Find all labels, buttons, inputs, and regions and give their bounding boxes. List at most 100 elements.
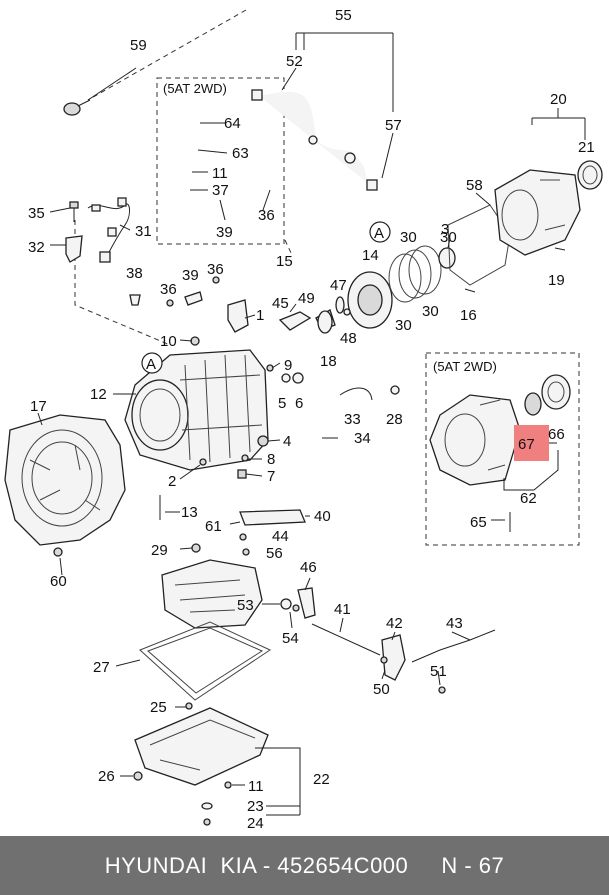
bolt-29: [191, 543, 201, 553]
guide-59: [87, 9, 247, 101]
callout-31: 31: [135, 223, 152, 240]
bracket-32: [65, 235, 83, 263]
callout-49: 49: [298, 290, 315, 307]
transmission-case: [124, 349, 269, 471]
extension-housing-20: [494, 160, 603, 256]
washer-23: [201, 802, 213, 810]
callout-36b: 36: [160, 281, 177, 298]
bolt-60: [53, 547, 63, 557]
callout-12: 12: [90, 386, 107, 403]
oil-pan-22: [134, 707, 269, 786]
highlight-67: [514, 425, 549, 461]
callout-14: 14: [362, 247, 379, 264]
callout-38: 38: [126, 265, 143, 282]
callout-22: 22: [313, 771, 330, 788]
callout-47: 47: [330, 277, 347, 294]
callout-32: 32: [28, 239, 45, 256]
callout-17: 17: [30, 398, 47, 415]
callout-60: 60: [50, 573, 67, 590]
callout-30b: 30: [440, 229, 457, 246]
small-parts-38-39: [129, 276, 220, 307]
detent-parts: [280, 587, 316, 619]
clip-50: [380, 656, 388, 664]
bolt-11-lower: [224, 781, 232, 789]
callout-56: 56: [266, 545, 283, 562]
clip-51: [438, 686, 446, 694]
callout-35: 35: [28, 205, 45, 222]
oil-pump: [335, 271, 393, 329]
callout-5: 5: [278, 395, 286, 412]
callout-24: 24: [247, 815, 264, 832]
box-5at-2wd-upper: [156, 77, 285, 245]
footer-ref-label: N - 67: [441, 852, 505, 878]
footer-brand: HYUNDAI KIA: [104, 852, 257, 878]
footer-gap: [408, 853, 441, 878]
dipstick: [63, 67, 137, 116]
box-title-right: (5AT 2WD): [433, 359, 497, 374]
marker-a-right: A: [369, 221, 391, 243]
callout-67: 67: [518, 436, 535, 453]
bolt-56: [242, 548, 250, 556]
callout-11b: 11: [248, 778, 264, 795]
callout-25: 25: [150, 699, 167, 716]
callout-15: 15: [276, 253, 293, 270]
callout-33: 33: [344, 411, 361, 428]
callout-23: 23: [247, 798, 264, 815]
callout-2: 2: [168, 473, 176, 490]
callout-42: 42: [386, 615, 403, 632]
bolt-19: [554, 247, 566, 251]
callout-13: 13: [181, 504, 198, 521]
callout-8: 8: [267, 451, 275, 468]
callout-46: 46: [300, 559, 317, 576]
callout-54: 54: [282, 630, 299, 647]
callout-18: 18: [320, 353, 337, 370]
callout-3: 3: [441, 221, 449, 238]
callout-48: 48: [340, 330, 357, 347]
callout-58: 58: [466, 177, 483, 194]
callout-28: 28: [386, 411, 403, 428]
box-5at-2wd-right: [425, 352, 580, 546]
wire-harness: [87, 197, 130, 263]
bolt-25: [185, 702, 193, 710]
footer-part-number: 452654C000: [277, 852, 409, 878]
callout-6: 6: [295, 395, 303, 412]
callout-64: 64: [224, 115, 241, 132]
guide-15: [284, 239, 293, 256]
part-number-footer: HYUNDAI KIA - 452654C000 N - 67: [0, 836, 609, 895]
callout-52: 52: [286, 53, 303, 70]
callout-36: 36: [258, 207, 275, 224]
callout-27: 27: [93, 659, 110, 676]
callout-29: 29: [151, 542, 168, 559]
callout-37: 37: [212, 182, 229, 199]
bolt-16: [464, 288, 476, 293]
callout-59: 59: [130, 37, 147, 54]
pipe-33: [339, 387, 373, 401]
parts-diagram: (5AT 2WD) (5AT 2WD): [4, 7, 603, 832]
case-small-parts: [159, 336, 304, 520]
footer-separator: -: [256, 852, 278, 878]
callouts: 55 52 57 59 64 63 11 37 36 39 20 21 58 3…: [28, 7, 595, 832]
valve-body: [161, 559, 263, 629]
callout-55: 55: [335, 7, 352, 24]
callout-4: 4: [283, 433, 291, 450]
box-title-upper: (5AT 2WD): [163, 81, 227, 96]
cable-43: [411, 629, 496, 663]
callout-39b: 39: [182, 267, 199, 284]
callout-30c: 30: [395, 317, 412, 334]
callout-62: 62: [520, 490, 537, 507]
bolt-28: [390, 385, 400, 395]
extension-housing-62: [429, 394, 521, 486]
marker-a-left: A: [141, 352, 163, 374]
callout-34: 34: [354, 430, 371, 447]
callout-43: 43: [446, 615, 463, 632]
lever-42: [381, 634, 406, 681]
o-ring-18: [317, 310, 333, 334]
oil-pan-gasket-27-inner: [147, 627, 264, 694]
callout-40: 40: [314, 508, 331, 525]
callout-41: 41: [334, 601, 351, 618]
oil-seal-right: [524, 392, 542, 416]
callout-61: 61: [205, 518, 222, 535]
callout-45: 45: [272, 295, 289, 312]
bolt-24: [203, 818, 211, 826]
drain-plug-26: [133, 771, 143, 781]
